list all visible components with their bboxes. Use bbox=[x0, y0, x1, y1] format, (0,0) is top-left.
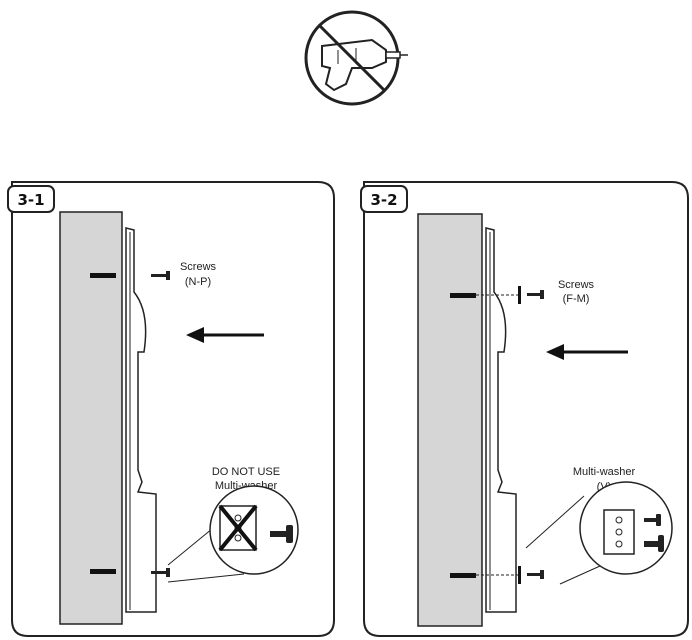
step-label: 3-1 bbox=[17, 191, 44, 209]
screw-icon bbox=[527, 570, 544, 579]
screw-icon bbox=[644, 514, 661, 526]
step-badge-3-1: 3-1 bbox=[7, 185, 55, 213]
washer-text-1: Multi-washer bbox=[573, 466, 636, 478]
wall-anchor bbox=[450, 293, 476, 298]
panel-3-2: 3-2 Screws (F-M) Multi-washer (V bbox=[360, 181, 689, 637]
washer bbox=[518, 566, 521, 584]
detail-callout bbox=[579, 481, 673, 575]
arrow-left-icon bbox=[186, 327, 264, 343]
wall bbox=[417, 213, 483, 627]
wall-anchor bbox=[450, 573, 476, 578]
screws-label: Screws bbox=[180, 261, 217, 273]
washer bbox=[518, 286, 521, 304]
arrow-left-icon bbox=[546, 344, 628, 360]
no-drill-icon bbox=[304, 10, 408, 106]
screw-icon bbox=[644, 535, 664, 552]
panel-3-1: 3-1 Screws (N-P) DO NOT USE Multi-washer bbox=[7, 181, 335, 637]
wall bbox=[59, 211, 123, 625]
screw-icon bbox=[151, 568, 170, 577]
step-badge-3-2: 3-2 bbox=[360, 185, 408, 213]
detail-callout bbox=[209, 485, 299, 575]
wall-anchor bbox=[90, 273, 116, 278]
warning-text-1: DO NOT USE bbox=[212, 466, 280, 478]
heater-profile bbox=[125, 227, 157, 613]
cross-icon bbox=[218, 504, 258, 552]
heater-profile bbox=[485, 227, 517, 613]
screws-code: (F-M) bbox=[563, 293, 590, 305]
screw-icon bbox=[527, 290, 544, 299]
wall-anchor bbox=[90, 569, 116, 574]
screws-code: (N-P) bbox=[185, 276, 211, 288]
screws-label: Screws bbox=[558, 279, 595, 291]
screw-icon bbox=[270, 525, 293, 543]
step-label: 3-2 bbox=[370, 191, 397, 209]
screw-icon bbox=[151, 271, 170, 280]
